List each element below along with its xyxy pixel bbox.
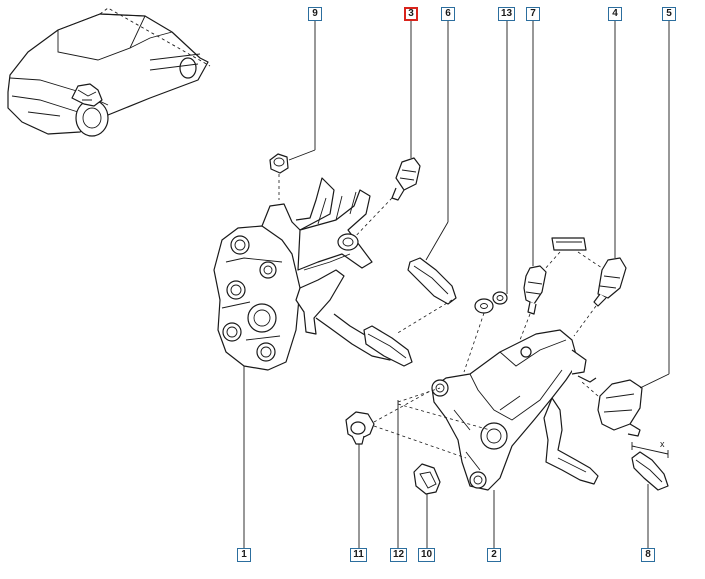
callout-5[interactable]: 5	[662, 7, 676, 21]
callout-3[interactable]: 3	[404, 7, 418, 21]
callout-9[interactable]: 9	[308, 7, 322, 21]
part-5-switch	[581, 379, 643, 437]
callout-8[interactable]: 8	[641, 548, 655, 562]
dimension-x-label: x	[660, 439, 665, 449]
part-2-pedal-bracket	[431, 329, 599, 491]
part-8-pad	[631, 442, 669, 491]
callout-12[interactable]: 12	[390, 548, 407, 562]
part-3-switch	[349, 157, 421, 243]
part-11-clip	[345, 389, 467, 459]
callout-11[interactable]: 11	[350, 548, 367, 562]
part-9-nut	[269, 153, 289, 200]
part-4-switch	[573, 257, 627, 337]
callout-10[interactable]: 10	[418, 548, 435, 562]
mounting-clip	[543, 237, 603, 271]
callout-4[interactable]: 4	[608, 7, 622, 21]
callout-2[interactable]: 2	[487, 548, 501, 562]
callout-1[interactable]: 1	[237, 548, 251, 562]
part-13-washer	[463, 291, 508, 373]
car-thumbnail	[7, 7, 211, 137]
callout-7[interactable]: 7	[526, 7, 540, 21]
callout-6[interactable]: 6	[441, 7, 455, 21]
callout-13[interactable]: 13	[498, 7, 515, 21]
part-10-grommet	[413, 463, 441, 495]
part-7-sensor	[519, 265, 547, 341]
leader-lines	[243, 21, 670, 548]
part-6-pedal-pad	[363, 257, 457, 367]
